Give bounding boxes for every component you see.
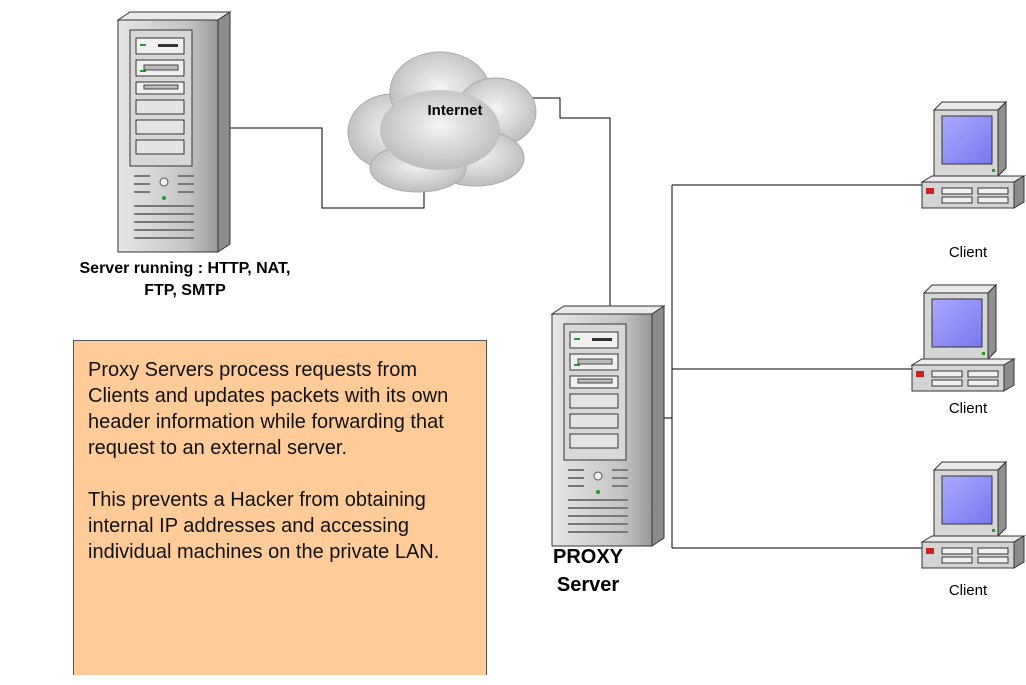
server-tower-icon	[117, 11, 231, 253]
proxy-label-line1: PROXY	[552, 546, 624, 568]
cloud-icon	[347, 51, 537, 193]
server-label-line2: FTP, SMTP	[144, 282, 226, 299]
note-paragraph-1: Proxy Servers process requests from Clie…	[88, 359, 449, 459]
proxy-server-tower-icon	[551, 305, 665, 547]
explanation-note: Proxy Servers process requests from Clie…	[73, 340, 487, 675]
server-to-internet-link	[228, 127, 425, 209]
client1-desktop-computer-icon	[921, 101, 1025, 209]
client3-label: Client	[948, 582, 988, 599]
proxy-label-line2: Server	[556, 574, 620, 596]
note-paragraph-2: This prevents a Hacker from obtaining in…	[88, 489, 440, 563]
proxy-server-label: PROXY Server	[528, 543, 648, 599]
client1-label: Client	[948, 244, 988, 261]
client2-label: Client	[948, 400, 988, 417]
client3-desktop-computer-icon	[921, 461, 1025, 569]
server-label: Server running : HTTP, NAT, FTP, SMTP	[20, 258, 350, 302]
server-label-line1: Server running : HTTP, NAT,	[79, 260, 291, 277]
internet-to-proxy-link	[500, 97, 611, 312]
internet-label: Internet	[427, 102, 483, 119]
client2-desktop-computer-icon	[911, 284, 1015, 392]
